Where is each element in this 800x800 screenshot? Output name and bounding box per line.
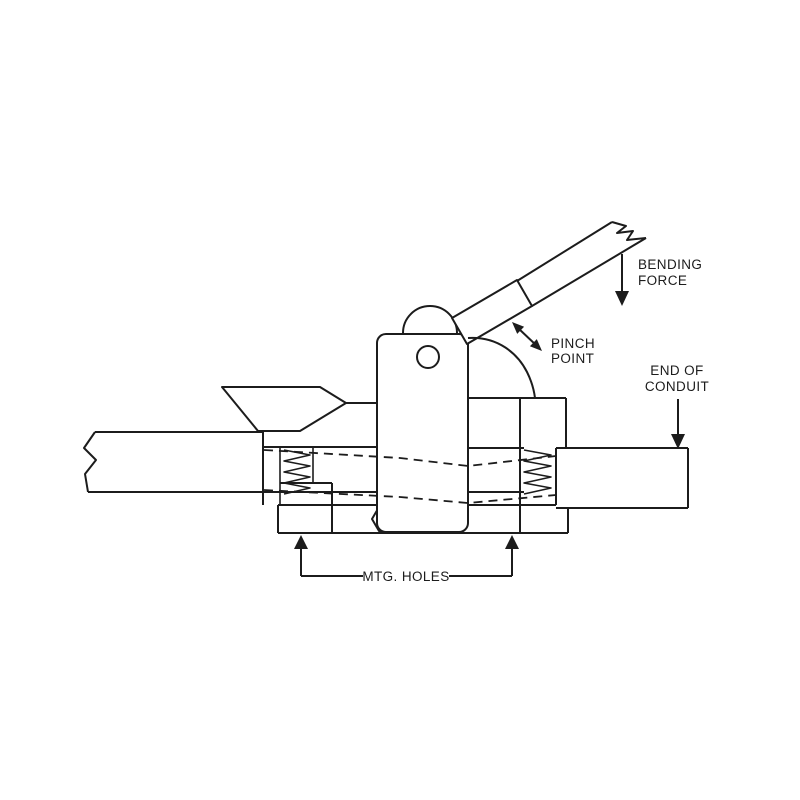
spring-left — [279, 447, 314, 505]
pinch-point-arrowhead-lower — [529, 339, 542, 351]
pinch-point-arrowhead-upper — [512, 322, 525, 334]
handle-sleeve — [451, 279, 533, 345]
spring-right-coil — [523, 449, 552, 495]
left-conduit-break-edge — [83, 431, 97, 493]
handle-bottom-line — [531, 237, 647, 307]
handle — [451, 221, 647, 345]
end-of-conduit-label-line1: END OF — [650, 363, 703, 378]
mtg-holes-label: MTG. HOLES — [362, 569, 449, 584]
clamp-jaw — [221, 386, 377, 432]
hidden-conduit-top-dashed — [263, 449, 557, 467]
end-of-conduit-label-line2: CONDUIT — [645, 379, 709, 394]
clamp-channel — [262, 431, 524, 505]
hidden-conduit-bottom-dashed — [263, 489, 557, 504]
frame-plate-outline — [376, 333, 469, 533]
mtg-holes-right-arrowhead — [505, 535, 519, 549]
hidden-conduit-dashed — [263, 449, 557, 504]
frame-plate-hole — [416, 345, 440, 369]
bending-force-callout: BENDING FORCE — [615, 254, 702, 306]
cam-hook-curve — [467, 336, 536, 399]
bending-force-label-line2: FORCE — [638, 273, 687, 288]
right-conduit — [555, 447, 689, 509]
mtg-holes-callout: MTG. HOLES — [294, 535, 519, 584]
pinch-point-label-line2: POINT — [551, 351, 594, 366]
cam-and-right-block — [467, 336, 567, 533]
frame-plate — [376, 333, 469, 533]
spring-left-coil — [283, 449, 311, 495]
spring-right — [523, 449, 552, 495]
left-conduit — [83, 431, 263, 493]
end-of-conduit-callout: END OF CONDUIT — [645, 363, 709, 449]
mtg-holes-left-arrowhead — [294, 535, 308, 549]
bending-force-label-line1: BENDING — [638, 257, 702, 272]
bending-force-arrowhead — [615, 291, 629, 306]
handle-break-edge — [611, 221, 647, 241]
pinch-point-label-line1: PINCH — [551, 336, 595, 351]
handle-top-line — [516, 221, 613, 282]
pinch-point-callout: PINCH POINT — [512, 322, 595, 366]
clamp-jaw-wedge — [221, 386, 347, 432]
end-of-conduit-arrowhead — [671, 434, 685, 449]
